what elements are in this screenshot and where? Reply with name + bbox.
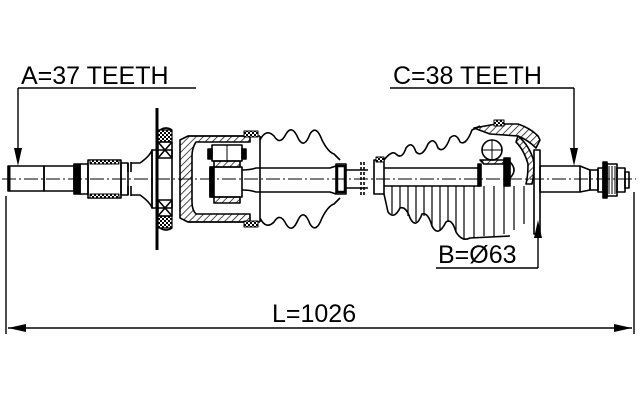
inner-boot	[259, 129, 341, 229]
inner-joint-housing	[179, 130, 261, 228]
center-shaft	[241, 156, 480, 196]
length-label: L=1026	[272, 300, 357, 328]
right-spline-shaft	[539, 161, 630, 199]
c-leader	[390, 87, 578, 166]
b-diameter-label: B=Ø63	[438, 241, 517, 269]
a-teeth-label: A=37 TEETH	[21, 62, 169, 90]
l-dimension	[5, 192, 635, 334]
outer-boot	[383, 125, 525, 240]
a-leader	[14, 87, 196, 166]
bearing-flange	[151, 108, 173, 250]
c-teeth-label: C=38 TEETH	[393, 62, 542, 90]
b-leader	[436, 220, 542, 269]
